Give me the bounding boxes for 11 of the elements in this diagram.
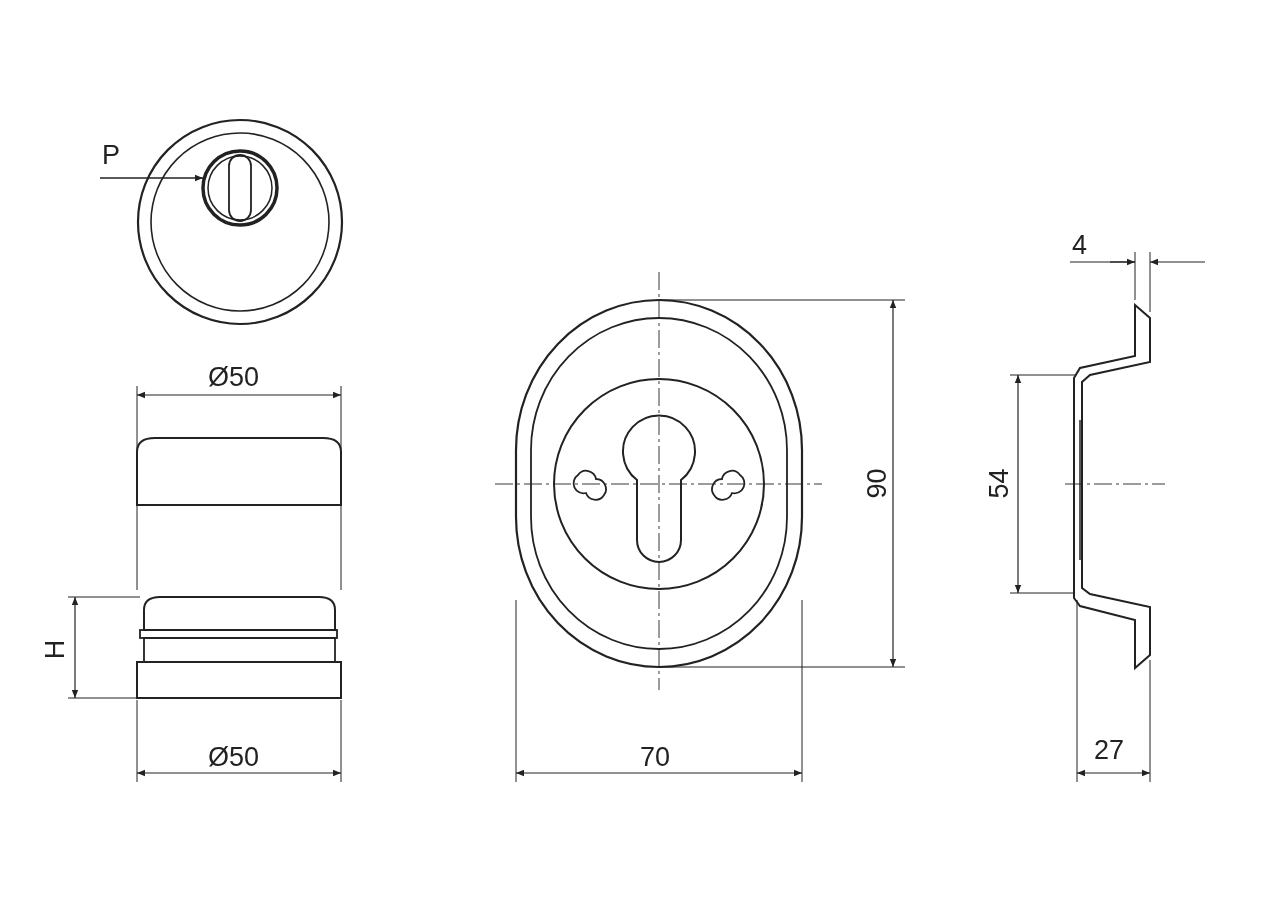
dimension-label: Ø50 <box>208 744 260 771</box>
dimension-label: Ø50 <box>208 364 260 391</box>
dimension-label: 27 <box>1094 737 1125 764</box>
dimension-label: 54 <box>985 468 1013 499</box>
cylinder-ring <box>201 149 279 227</box>
leader-line <box>99 174 204 182</box>
dimension-label: 90 <box>863 468 891 499</box>
dimension-label: 4 <box>1072 232 1088 259</box>
dimension-label: 70 <box>640 744 671 771</box>
letter-label: P <box>102 142 120 169</box>
dimension-label: H <box>42 639 70 660</box>
